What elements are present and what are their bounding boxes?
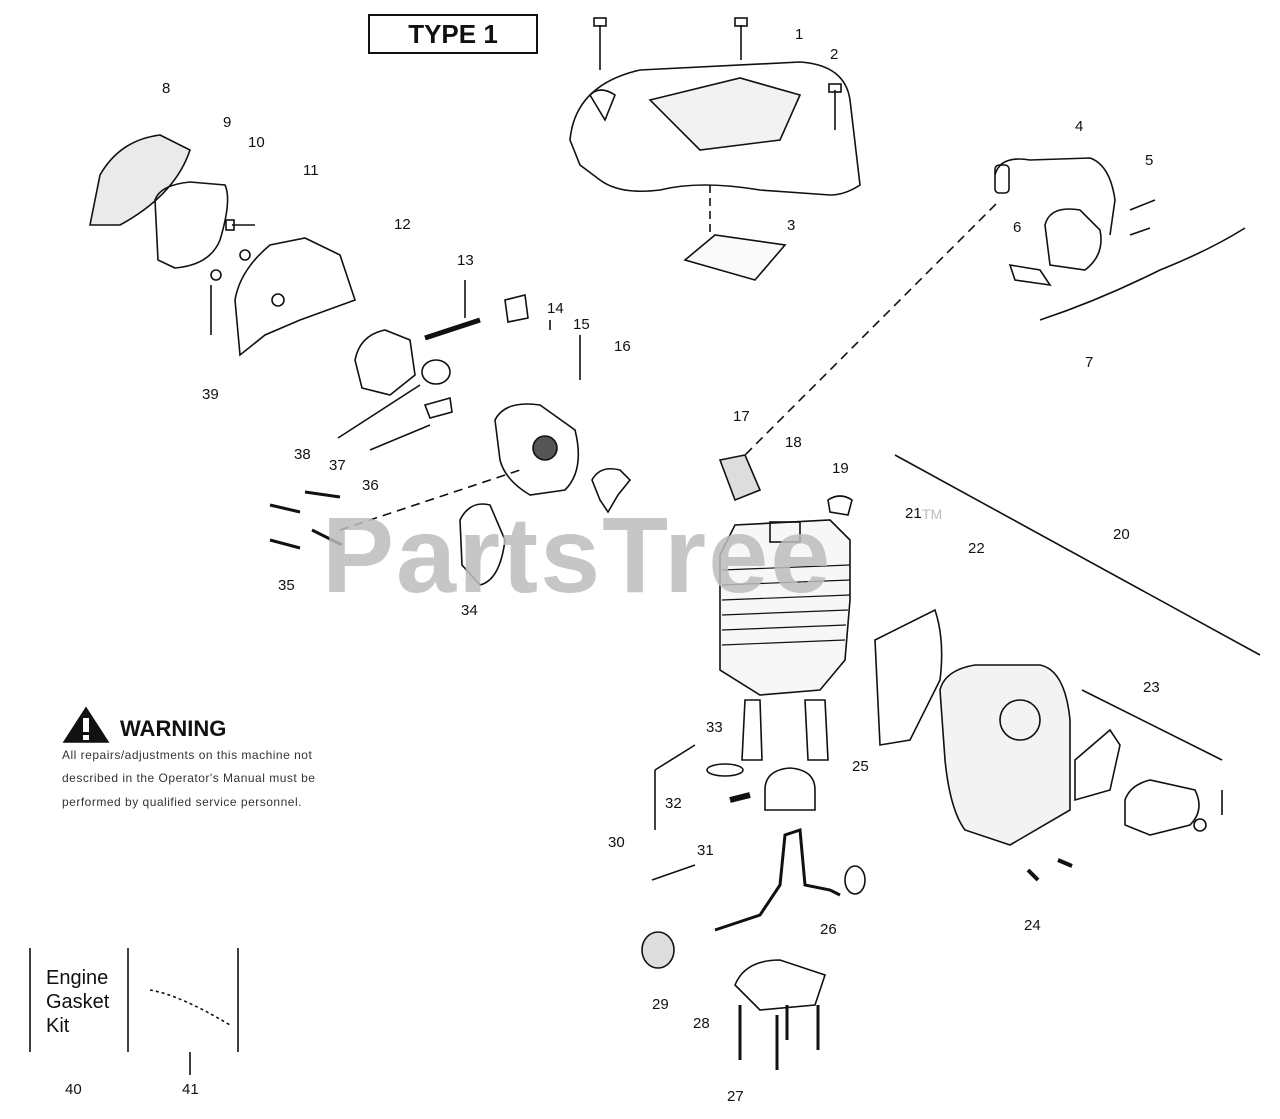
kit-line: Gasket	[46, 991, 110, 1013]
callout-25: 25	[852, 758, 869, 775]
callout-24: 24	[1024, 917, 1041, 934]
callout-14: 14	[547, 300, 564, 317]
spark-plug-part	[718, 454, 762, 502]
callout-6: 6	[1013, 219, 1022, 236]
gasket-part	[459, 503, 506, 586]
filter-pad-part	[683, 234, 787, 281]
callout-41: 41	[182, 1081, 199, 1098]
callout-2: 2	[830, 46, 839, 63]
intake-flange-part	[494, 403, 580, 496]
callout-19: 19	[832, 460, 849, 477]
callout-22: 22	[968, 540, 985, 557]
warning-line: described in the Operator's Manual must …	[62, 771, 316, 785]
warning-title: WARNING	[120, 716, 227, 741]
callout-4: 4	[1075, 118, 1084, 135]
callout-15: 15	[573, 316, 590, 333]
callout-36: 36	[362, 477, 379, 494]
callout-10: 10	[248, 134, 265, 151]
crankshaft-part	[714, 827, 841, 932]
callout-30: 30	[608, 834, 625, 851]
callout-39: 39	[202, 386, 219, 403]
callout-27: 27	[727, 1088, 744, 1105]
carburetor-part	[354, 329, 416, 396]
gasket-kit-label: Engine Gasket Kit	[46, 966, 109, 1038]
callout-3: 3	[787, 217, 796, 234]
watermark-tm: TM	[922, 506, 943, 522]
air-filter-cover-part	[89, 134, 191, 226]
callout-21: 21	[905, 505, 922, 522]
callout-7: 7	[1085, 354, 1094, 371]
callout-11: 11	[303, 162, 319, 179]
callout-38: 38	[294, 446, 311, 463]
callout-37: 37	[329, 457, 346, 474]
warning-line: performed by qualified service personnel…	[62, 795, 302, 809]
callout-20: 20	[1113, 526, 1130, 543]
muffler-part	[939, 664, 1071, 846]
piston-part	[764, 767, 816, 811]
ignition-module-part	[1044, 208, 1102, 271]
callout-13: 13	[457, 252, 474, 269]
callout-1: 1	[795, 26, 804, 43]
callout-32: 32	[665, 795, 682, 812]
callout-28: 28	[693, 1015, 710, 1032]
engine-cover-part	[569, 61, 861, 196]
callout-9: 9	[223, 114, 232, 131]
kit-line: Engine	[46, 967, 109, 989]
warning-line: All repairs/adjustments on this machine …	[62, 748, 313, 762]
callout-29: 29	[652, 996, 669, 1013]
callout-40: 40	[65, 1081, 82, 1098]
callout-31: 31	[697, 842, 714, 859]
carb-housing-part	[234, 237, 357, 357]
callout-8: 8	[162, 80, 171, 97]
kit-line: Kit	[46, 1015, 70, 1037]
crankcase-part	[734, 959, 827, 1011]
type-label: TYPE 1	[368, 14, 538, 54]
callout-16: 16	[614, 338, 631, 355]
callout-12: 12	[394, 216, 411, 233]
callout-34: 34	[461, 602, 478, 619]
callout-23: 23	[1143, 679, 1160, 696]
callout-35: 35	[278, 577, 295, 594]
callout-26: 26	[820, 921, 837, 938]
callout-5: 5	[1145, 152, 1154, 169]
callout-17: 17	[733, 408, 750, 425]
air-filter-part	[154, 181, 229, 269]
callout-18: 18	[785, 434, 802, 451]
watermark: PartsTree	[322, 494, 833, 615]
callout-33: 33	[706, 719, 723, 736]
